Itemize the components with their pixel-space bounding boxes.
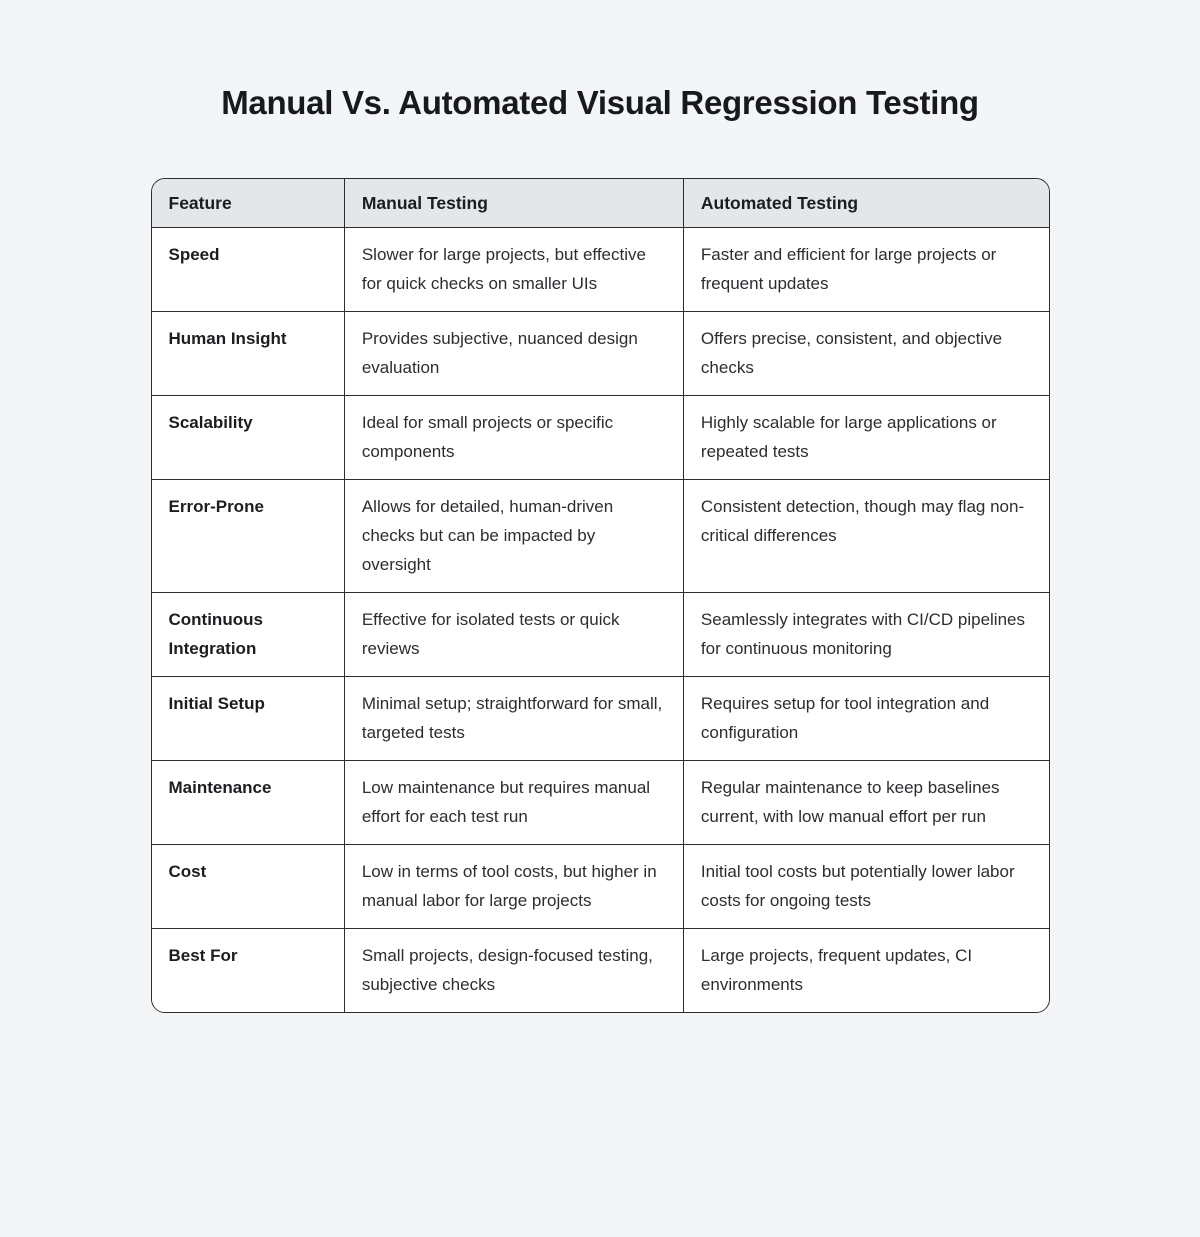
- manual-testing-cell: Low in terms of tool costs, but higher i…: [344, 844, 684, 929]
- table-row-human-insight: Human Insight Provides subjective, nuanc…: [151, 311, 1049, 396]
- automated-testing-cell: Faster and efficient for large projects …: [683, 227, 1049, 312]
- feature-cell: Cost: [151, 844, 345, 929]
- table-row-error-prone: Error-Prone Allows for detailed, human-d…: [151, 479, 1049, 593]
- comparison-table-grid: Feature Manual Testing Automated Testing…: [151, 179, 1049, 1012]
- manual-testing-cell: Slower for large projects, but effective…: [344, 227, 684, 312]
- comparison-table: Feature Manual Testing Automated Testing…: [150, 178, 1050, 1013]
- automated-testing-cell: Highly scalable for large applications o…: [683, 395, 1049, 480]
- feature-cell: Error-Prone: [151, 479, 345, 593]
- table-row-maintenance: Maintenance Low maintenance but requires…: [151, 760, 1049, 845]
- manual-testing-cell: Small projects, design-focused testing, …: [344, 928, 684, 1012]
- table-header-row: Feature Manual Testing Automated Testing: [151, 179, 1049, 228]
- feature-cell: Best For: [151, 928, 345, 1012]
- table-row-speed: Speed Slower for large projects, but eff…: [151, 227, 1049, 312]
- feature-cell: Continuous Integration: [151, 592, 345, 677]
- automated-testing-cell: Offers precise, consistent, and objectiv…: [683, 311, 1049, 396]
- manual-testing-cell: Minimal setup; straightforward for small…: [344, 676, 684, 761]
- automated-testing-cell: Seamlessly integrates with CI/CD pipelin…: [683, 592, 1049, 677]
- automated-testing-cell: Requires setup for tool integration and …: [683, 676, 1049, 761]
- automated-testing-cell: Initial tool costs but potentially lower…: [683, 844, 1049, 929]
- feature-cell: Scalability: [151, 395, 345, 480]
- automated-testing-cell: Regular maintenance to keep baselines cu…: [683, 760, 1049, 845]
- automated-testing-cell: Consistent detection, though may flag no…: [683, 479, 1049, 593]
- table-row-scalability: Scalability Ideal for small projects or …: [151, 395, 1049, 480]
- table-row-best-for: Best For Small projects, design-focused …: [151, 928, 1049, 1012]
- column-header-feature: Feature: [151, 179, 345, 228]
- table-row-cost: Cost Low in terms of tool costs, but hig…: [151, 844, 1049, 929]
- page-title: Manual Vs. Automated Visual Regression T…: [221, 84, 979, 121]
- manual-testing-cell: Allows for detailed, human-driven checks…: [344, 479, 684, 593]
- column-header-automated-testing: Automated Testing: [683, 179, 1049, 228]
- manual-testing-cell: Effective for isolated tests or quick re…: [344, 592, 684, 677]
- manual-testing-cell: Ideal for small projects or specific com…: [344, 395, 684, 480]
- feature-cell: Maintenance: [151, 760, 345, 845]
- table-row-initial-setup: Initial Setup Minimal setup; straightfor…: [151, 676, 1049, 761]
- automated-testing-cell: Large projects, frequent updates, CI env…: [683, 928, 1049, 1012]
- feature-cell: Human Insight: [151, 311, 345, 396]
- table-row-continuous-integration: Continuous Integration Effective for iso…: [151, 592, 1049, 677]
- column-header-manual-testing: Manual Testing: [344, 179, 684, 228]
- manual-testing-cell: Low maintenance but requires manual effo…: [344, 760, 684, 845]
- feature-cell: Initial Setup: [151, 676, 345, 761]
- manual-testing-cell: Provides subjective, nuanced design eval…: [344, 311, 684, 396]
- feature-cell: Speed: [151, 227, 345, 312]
